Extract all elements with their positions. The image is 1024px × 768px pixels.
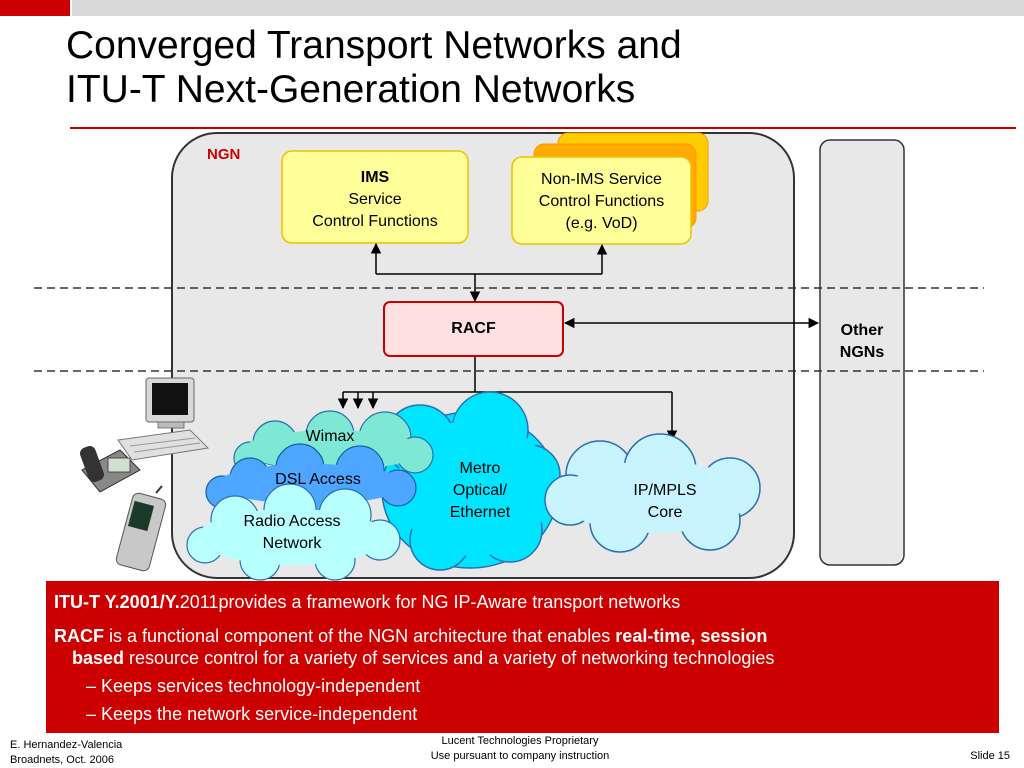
racf-label: RACF (451, 320, 496, 337)
non-ims-line-3: (e.g. VoD) (565, 215, 638, 232)
itu-ref: ITU-T Y.2001/Y. (54, 592, 180, 612)
panel-racf-paragraph: RACF is a functional component of the NG… (54, 625, 984, 669)
other-ngns-label: Other NGNs (820, 320, 904, 364)
other-ngns-line-2: NGNs (839, 344, 885, 361)
racf-term: RACF (54, 626, 104, 646)
ngn-label: NGN (207, 146, 241, 163)
non-ims-line-2: Control Functions (538, 193, 665, 210)
metro-line-1: Metro (459, 460, 501, 477)
footer-proprietary: Lucent Technologies Proprietary Use purs… (380, 734, 660, 764)
summary-panel: ITU-T Y.2001/Y.2011provides a framework … (46, 581, 999, 733)
ims-line-3: Control Functions (312, 213, 438, 230)
footer-author-name: E. Hernandez-Valencia (10, 739, 123, 751)
itu-desc: 2011provides a framework for NG IP-Aware… (179, 592, 681, 612)
racf-desc-2: resource control for a variety of servic… (124, 648, 775, 668)
racf-based: based (72, 648, 125, 668)
radio-cloud (186, 483, 401, 581)
other-ngns-line-1: Other (840, 322, 884, 339)
radio-line-2: Network (262, 535, 322, 552)
ims-title: IMS (360, 169, 390, 186)
mobile-phone-icon (115, 485, 167, 572)
racf-realtime: real-time, session (615, 626, 768, 646)
title-line-2: ITU-T Next-Generation Networks (66, 68, 636, 111)
panel-line-1: ITU-T Y.2001/Y.2011provides a framework … (54, 591, 680, 613)
ipmpls-cloud (544, 433, 761, 553)
metro-label: Metro Optical/ Ethernet (420, 458, 540, 524)
other-ngns-box (819, 139, 905, 566)
computer-icon (117, 377, 210, 461)
ims-line-2: Service (348, 191, 402, 208)
radio-label: Radio Access Network (212, 511, 372, 555)
footer-event: Broadnets, Oct. 2006 (10, 754, 114, 766)
non-ims-box-label: Non-IMS Service Control Functions (e.g. … (512, 169, 691, 235)
wimax-label: Wimax (305, 428, 355, 445)
top-accent-grey (72, 0, 1024, 16)
ipmpls-line-1: IP/MPLS (633, 482, 697, 499)
ipmpls-label: IP/MPLS Core (605, 480, 725, 524)
metro-line-3: Ethernet (449, 504, 511, 521)
ipmpls-line-2: Core (647, 504, 683, 521)
footer-prop-2: Use pursuant to company instruction (430, 750, 610, 762)
top-accent-red (0, 0, 70, 16)
metro-line-2: Optical/ (452, 482, 508, 499)
dsl-label: DSL Access (275, 471, 361, 488)
desk-phone-icon (80, 446, 141, 493)
slide-title: Converged Transport Networks and ITU-T N… (66, 24, 682, 112)
slide-number: Slide 15 (970, 750, 1010, 762)
bullet-2: – Keeps the network service-independent (86, 704, 418, 724)
footer-author: E. Hernandez-Valencia Broadnets, Oct. 20… (10, 738, 122, 768)
non-ims-line-1: Non-IMS Service (541, 171, 662, 188)
ims-box-label: IMS Service Control Functions (282, 167, 468, 233)
title-line-1: Converged Transport Networks and (66, 24, 682, 67)
footer-prop-1: Lucent Technologies Proprietary (441, 735, 599, 747)
bullet-1: – Keeps services technology-independent (86, 676, 421, 696)
title-divider (70, 127, 1016, 129)
racf-desc-1: is a functional component of the NGN arc… (104, 626, 616, 646)
radio-line-1: Radio Access (243, 513, 341, 530)
